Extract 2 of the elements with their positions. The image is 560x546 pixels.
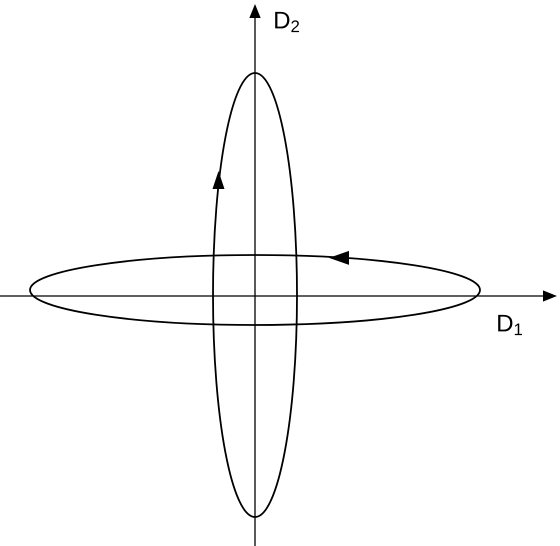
axis-label: D$_{1}$ [498,314,522,336]
axis-label: D$_{2}$ [275,12,300,32]
